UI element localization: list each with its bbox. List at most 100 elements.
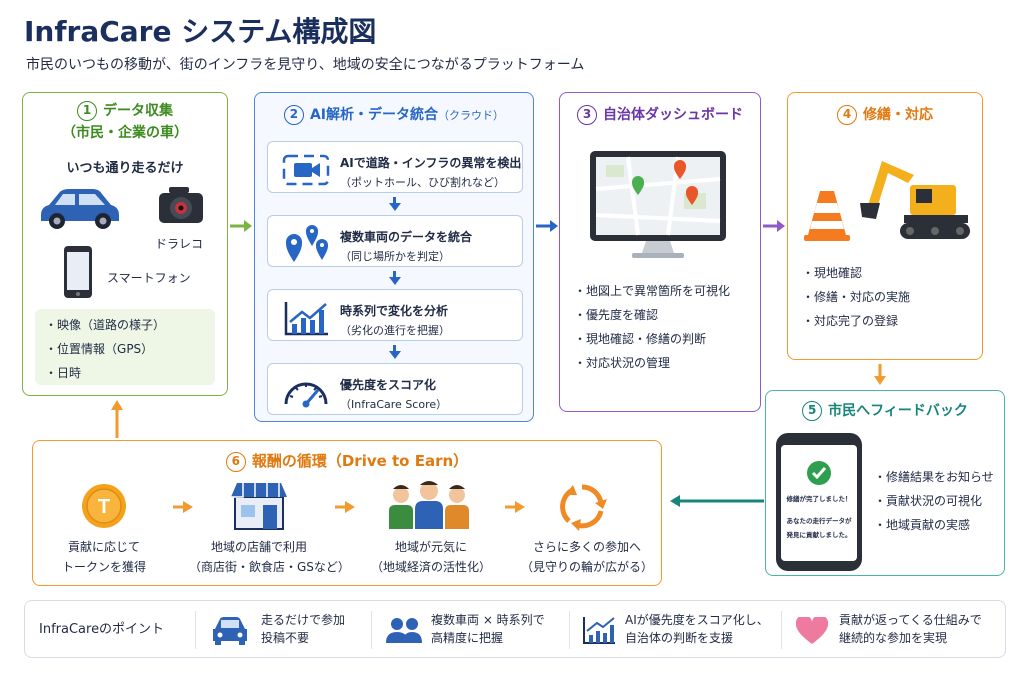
ai-step-detail: （同じ場所かを判定） xyxy=(340,250,450,263)
arrow-right-icon xyxy=(173,501,193,513)
token-coin-icon: T xyxy=(82,484,126,528)
feedback-item: 修繕結果をお知らせ xyxy=(874,465,994,489)
loop-step-line: （地域経済の活性化） xyxy=(370,560,491,574)
panel-title-text: データ収集 xyxy=(103,103,173,119)
dashboard-feature: 現地確認・修繕の判断 xyxy=(574,327,730,351)
traffic-cone-icon xyxy=(804,191,850,241)
loop-step-line: 地域が元気に xyxy=(394,540,467,554)
key-point-line: 貢献が返ってくる仕組みで xyxy=(839,613,982,627)
map-pins-icon xyxy=(286,225,328,262)
page-title: InfraCare システム構成図 xyxy=(24,15,377,48)
collected-data-item: 映像（道路の様子） xyxy=(45,313,215,337)
check-circle-icon xyxy=(807,461,831,485)
collected-data-box: 映像（道路の様子） 位置情報（GPS） 日時 xyxy=(35,309,215,385)
arrow-down-icon xyxy=(389,277,401,285)
step-number-4: 4 xyxy=(837,105,857,125)
loop-step-line: さらに多くの参加へ xyxy=(532,540,641,554)
panel-title-text: 自治体ダッシュボード xyxy=(603,107,743,123)
feedback-item: 地域貢献の実感 xyxy=(874,513,994,537)
gauge-icon xyxy=(284,382,328,408)
panel-title-text: 市民へフィードバック xyxy=(828,403,968,419)
arrow-down-icon xyxy=(874,364,886,385)
car-icon xyxy=(41,189,119,229)
arrow-down-icon xyxy=(389,351,401,359)
excavator-icon xyxy=(860,161,970,239)
key-point: 複数車両 × 時系列で 高精度に把握 xyxy=(431,611,545,647)
ai-step-detail: （劣化の進行を把握） xyxy=(340,324,450,337)
panel-title-text: AI解析・データ統合 xyxy=(309,107,439,123)
repair-step: 対応完了の登録 xyxy=(802,309,910,333)
video-camera-icon xyxy=(282,154,330,186)
key-points-label: InfraCareのポイント xyxy=(39,622,165,637)
arrow-right-icon xyxy=(536,220,558,232)
collected-data-item: 日時 xyxy=(45,361,215,385)
page-subtitle: 市民のいつもの移動が、街のインフラを見守り、地域の安全につながるプラットフォーム xyxy=(26,57,585,73)
panel-title-text: 報酬の循環（Drive to Earn） xyxy=(251,452,469,470)
collected-data-item: 位置情報（GPS） xyxy=(45,337,215,361)
ai-step-timeseries: 時系列で変化を分析 （劣化の進行を把握） xyxy=(267,289,523,341)
monitor-map-icon xyxy=(590,151,726,258)
people-group-icon xyxy=(389,481,469,529)
key-point-line: 継続的な参加を実現 xyxy=(839,631,948,645)
arrow-right-icon xyxy=(335,501,355,513)
heart-icon xyxy=(795,617,829,644)
step-number-3: 3 xyxy=(577,105,597,125)
feedback-item: 貢献状況の可視化 xyxy=(874,489,994,513)
key-point-line: 自治体の判断を支援 xyxy=(625,631,734,645)
dashcam-icon xyxy=(159,187,203,223)
panel-dashboard-title: 3 自治体ダッシュボード xyxy=(560,105,760,125)
ai-step-title: 複数車両のデータを統合 xyxy=(340,230,473,244)
smartphone-label: スマートフォン xyxy=(107,271,191,285)
key-point-line: 投稿不要 xyxy=(261,631,310,645)
panel-title-text: 修繕・対応 xyxy=(863,107,933,123)
token-letter: T xyxy=(98,496,110,518)
users-icon xyxy=(386,618,422,643)
panel-repair-title: 4 修繕・対応 xyxy=(788,105,982,125)
dashcam-label: ドラレコ xyxy=(155,237,204,251)
arrow-left-icon xyxy=(670,495,764,507)
ai-step-title: 優先度をスコア化 xyxy=(340,378,437,392)
key-point-line: 複数車両 × 時系列で xyxy=(431,613,545,627)
loop-step-line: （商店街・飲食店・GSなど） xyxy=(189,560,350,574)
phone-notification: 修繕が完了しました！ あなたの走行データが 発見に貢献しました。 xyxy=(776,433,862,571)
key-points-bar: InfraCareのポイント 走るだけで参加 投稿不要 複数車両 × 時系列で … xyxy=(24,600,1006,658)
key-point-line: 高精度に把握 xyxy=(431,631,504,645)
arrow-right-icon xyxy=(763,220,785,232)
step-number-5: 5 xyxy=(802,401,823,421)
ai-step-detect: AIで道路・インフラの異常を検出 （ポットホール、ひび割れなど） xyxy=(267,141,523,193)
ai-step-detail: （ポットホール、ひび割れなど） xyxy=(340,176,505,189)
panel-feedback: 5 市民へフィードバック 修繕が完了しました！ あなたの走行データが 発見に貢献し… xyxy=(765,390,1005,576)
step-number-2: 2 xyxy=(283,105,304,125)
panel-dashboard: 3 自治体ダッシュボード 地図上で異常箇所を可視化 優先度を確認 現地確認・修繕の… xyxy=(559,92,761,412)
step-number-6: 6 xyxy=(225,452,246,472)
trend-chart-icon xyxy=(284,302,328,336)
loop-step-line: トークンを獲得 xyxy=(61,560,146,574)
loop-step-line: （見守りの輪が広がる） xyxy=(520,560,653,574)
key-point: 貢献が返ってくる仕組みで 継続的な参加を実現 xyxy=(839,611,982,647)
loop-step-expand: さらに多くの参加へ （見守りの輪が広がる） xyxy=(517,537,657,577)
loop-step-earn: 貢献に応じて トークンを獲得 xyxy=(39,537,169,577)
arrow-right-icon xyxy=(230,220,252,232)
notification-title: 修繕が完了しました！ xyxy=(786,495,852,503)
shop-icon xyxy=(231,483,287,530)
dashboard-feature: 優先度を確認 xyxy=(574,303,730,327)
step-number-1: 1 xyxy=(77,101,97,121)
key-point-line: 走るだけで参加 xyxy=(261,613,346,627)
arrow-right-icon xyxy=(505,501,525,513)
panel-data-collection-subtitle: （市民・企業の車） xyxy=(62,125,188,141)
car-front-icon xyxy=(213,617,247,645)
smartphone-icon xyxy=(64,246,92,298)
loop-step-shop: 地域の店舗で利用 （商店街・飲食店・GSなど） xyxy=(189,537,350,577)
key-point-line: AIが優先度をスコア化し、 xyxy=(625,613,769,627)
loop-step-community: 地域が元気に （地域経済の活性化） xyxy=(361,537,501,577)
dashboard-feature: 対応状況の管理 xyxy=(574,351,730,375)
ai-step-title: 時系列で変化を分析 xyxy=(340,304,449,318)
notification-body-line: 発見に貢献しました。 xyxy=(786,531,852,539)
ai-step-title: AIで道路・インフラの異常を検出 xyxy=(340,156,522,170)
dashboard-feature: 地図上で異常箇所を可視化 xyxy=(574,279,730,303)
lead-text: いつも通り走るだけ xyxy=(66,161,184,176)
loop-step-line: 貢献に応じて xyxy=(67,540,140,554)
